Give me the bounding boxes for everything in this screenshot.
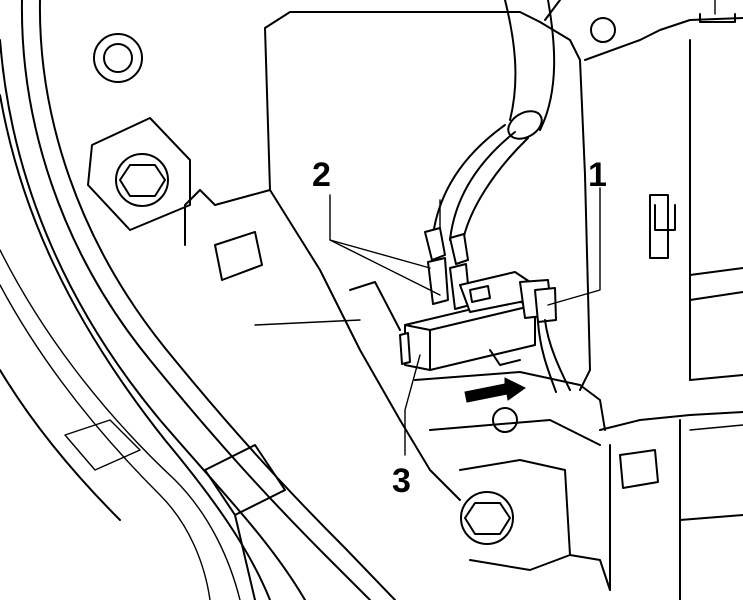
switch-assembly [349, 271, 571, 393]
wire-loom [504, 0, 556, 140]
callout-3: 3 [392, 462, 411, 500]
callout-1: 1 [588, 156, 607, 194]
callout-2: 2 [312, 156, 331, 194]
direction-arrow [464, 377, 526, 403]
wires [432, 124, 529, 246]
right-panel [539, 0, 743, 391]
mounting-boss-upper-left [87, 33, 191, 231]
bolt-head-left [115, 153, 169, 207]
leader-lines [329, 187, 601, 456]
inner-bracket [184, 11, 541, 501]
bolt-head-lower [460, 491, 514, 545]
spade-terminals [424, 227, 471, 321]
curved-panel-edges [0, 0, 396, 600]
lower-bracket [414, 371, 743, 600]
